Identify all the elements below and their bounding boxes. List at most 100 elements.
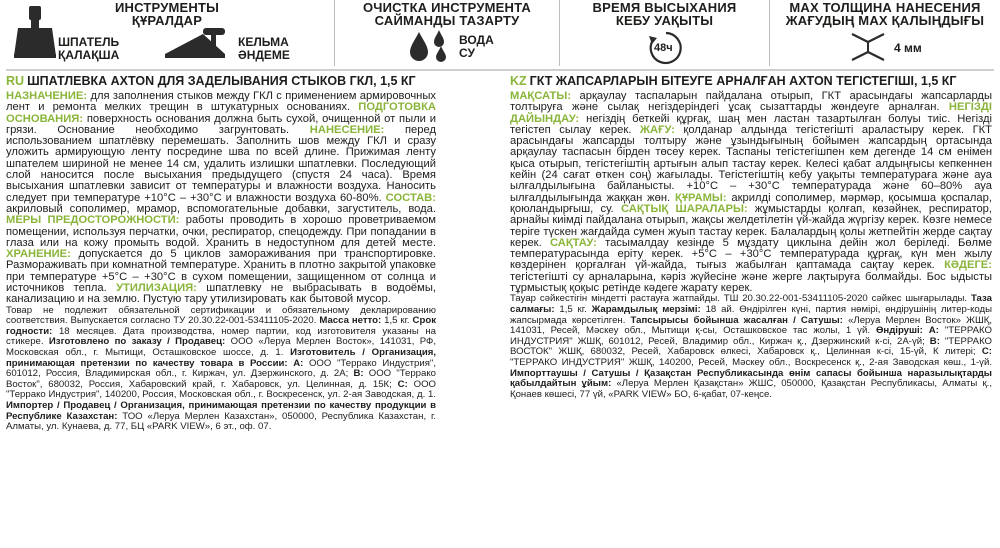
section-label: НЕГІЗДІ ДАЙЫНДАУ: [510,101,992,125]
section-label: МЕРЫ ПРЕДОСТОРОЖНОСТИ: [6,214,180,227]
section-label: ПОДГОТОВКА ОСНОВАНИЯ: [6,101,436,125]
section-label: ЖАҒУ: [639,123,675,136]
header-clean: ОЧИСТКА ИНСТРУМЕНТА САЙМАНДЫ ТАЗАРТУ ВОД… [335,0,560,66]
legal-text: 18 месяцев. Дата производства, номер пар… [6,325,436,348]
legal-kz: Тауар сәйкестігін міндетті растауға жатп… [510,294,992,400]
legal-label: Таза салмағы: [510,293,992,315]
legal-text: ООО "Террако Восток", 680032, Россия, Ха… [6,368,436,390]
tools-title-kz: ҚҰРАЛДАР [131,13,203,28]
legal-text: 18 ай. Өндірілген күні, партия нөмірі, ө… [510,303,992,326]
icon-header: ИНСТРУМЕНТЫ ҚҰРАЛДАР ШПАТЕЛЬ ҚАЛАҚША КЕЛ… [0,0,1000,68]
clock-icon [649,31,682,65]
legal-text: Товар не подлежит обязательной сертифика… [6,304,436,327]
legal-label: Масса нетто: [319,315,382,327]
section-text: для заполнения стыков между ГКЛ с примен… [6,90,436,114]
water-label-ru: ВОДА [459,33,494,47]
header-divider [6,69,994,71]
water-drops-icon [410,30,446,62]
section-text: тасымалдау кезінде 5 мұздату циклына дей… [510,236,992,272]
section-text: перед использованием шпатлёвку перемешат… [6,123,436,204]
thickness-value: 4 мм [894,41,922,55]
legal-text: ООО "Террако Индустрия", 140200, Россия,… [6,378,436,401]
tools-title: ИНСТРУМЕНТЫ ҚҰРАЛДАР [0,1,334,27]
thick-title-kz: ЖАҒУДЫҢ МАХ ҚАЛЫҢДЫҒЫ [785,13,985,28]
header-tools: ИНСТРУМЕНТЫ ҚҰРАЛДАР ШПАТЕЛЬ ҚАЛАҚША КЕЛ… [0,0,335,66]
dry-title-ru: ВРЕМЯ ВЫСЫХАНИЯ [592,0,737,15]
legal-text: "ТЕРРАКО ВОСТОК" ЖШҚ, 680032, Ресей, Хаб… [510,335,993,358]
spatula-caption: ШПАТЕЛЬ ҚАЛАҚША [58,36,119,61]
dry-hours: 48ч [654,42,673,54]
section-text: шпатлевку не выбрасывать в водоёмы, кана… [6,282,436,306]
legal-text: 1,5 кг. [381,315,413,327]
section-text: работы проводить в хорошо проветриваемом… [6,214,436,249]
header-thickness: МАХ ТОЛЩИНА НАНЕСЕНИЯ ЖАҒУДЫҢ МАХ ҚАЛЫҢД… [770,0,1000,66]
legal-text: 1,5 кг. [554,303,592,315]
section-label: НАНЕСЕНИЕ: [309,123,385,136]
section-label: КӘДЕГЕ: [944,259,992,272]
thick-title-ru: МАХ ТОЛЩИНА НАНЕСЕНИЯ [789,0,981,15]
section-label: САҚТЫҚ ШАРАЛАРЫ: [620,202,748,215]
thick-title: МАХ ТОЛЩИНА НАНЕСЕНИЯ ЖАҒУДЫҢ МАХ ҚАЛЫҢД… [770,1,1000,27]
header-dry: ВРЕМЯ ВЫСЫХАНИЯ КЕБУ УАҚЫТЫ 48ч [560,0,770,66]
legal-label: С: [397,378,408,390]
legal-text: "ТЕРРАКО ИНДУСТРИЯ" ЖШҚ, 140200, Ресей, … [510,356,992,368]
section-label: СОСТАВ: [385,191,436,204]
legal-label: Жарамдылық мерзімі: [591,303,701,315]
legal-label: Импортер / Продавец / Организация, прини… [6,399,436,422]
legal-text: ТОО «Леруа Мерлен Казахстан», 050000, Ре… [6,410,436,433]
section-text: акриловый сополимер, мрамор, вспомогател… [6,202,436,215]
instructions-ru: НАЗНАЧЕНИЕ: для заполнения стыков между … [6,90,436,306]
spatula-label-ru: ШПАТЕЛЬ [58,35,120,49]
water-caption: ВОДА СУ [459,34,494,59]
section-label: УТИЛИЗАЦИЯ: [116,282,197,295]
section-text: негіздің беткейі құрғақ, шаң мен ластан … [510,112,992,136]
legal-label: С: [981,346,992,358]
clean-title-kz: САЙМАНДЫ ТАЗАРТУ [374,13,520,28]
legal-label: В: [353,368,364,380]
legal-label: Импорттаушы / Сатушы / Қазақстан Республ… [510,367,992,390]
trowel-caption: КЕЛЬМА ӘНДЕМЕ [238,36,290,61]
legal-text: «Леруа Мерлен Восток» ЖШҚ, 141031, Ресей… [510,314,992,337]
legal-text: «Леруа Мерлен Қазақстан» ЖШС, 050000, Қа… [510,378,992,400]
legal-text: "ТЕРРАКО ИНДУСТРИЯ" ЖШҚ, 601012, Ресей, … [510,325,993,347]
thickness-icon [851,33,885,61]
clean-title-ru: ОЧИСТКА ИНСТРУМЕНТА [362,0,532,15]
legal-label: Изготовитель / Организация, принимающая … [6,347,437,369]
section-label: НАЗНАЧЕНИЕ: [6,90,88,102]
instructions-kz: МАҚСАТЫ: арқаулау таспаларын пайдалана о… [510,90,993,294]
title-text-ru: ШПАТЛЕВКА AXTON ДЛЯ ЗАДЕЛЫВАНИЯ СТЫКОВ Г… [27,74,416,88]
section-label: ХРАНЕНИЕ: [6,248,71,261]
dry-title-kz: КЕБУ УАҚЫТЫ [615,13,714,28]
legal-label: Срок годности: [6,315,436,337]
tools-title-ru: ИНСТРУМЕНТЫ [114,0,220,15]
trowel-label-ru: КЕЛЬМА [238,35,289,49]
clean-title: ОЧИСТКА ИНСТРУМЕНТА САЙМАНДЫ ТАЗАРТУ [335,1,559,27]
water-label-kz: СУ [459,45,475,60]
section-text: поверхность основания должна быть сухой,… [6,112,436,136]
legal-text: ООО «Леруа Мерлен Восток», 141031, РФ, М… [6,336,436,359]
legal-label: Өндіруші: А: [875,325,939,337]
section-text: акрилді сополимер, мәрмәр, қосымша қоспа… [510,191,992,215]
legal-label: Изготовлено по заказу / Продавец: [48,336,226,348]
section-text: қолданар алдында тегістегішті араластыру… [510,123,992,204]
legal-label: В: [929,335,940,347]
spatula-icon [14,6,56,58]
section-label: МАҚСАТЫ: [510,90,572,102]
spatula-label-kz: ҚАЛАҚША [58,47,120,62]
section-text: арқаулау таспаларын пайдалана отырып, ГК… [510,90,992,114]
title-text-kz: ГКТ ЖАПСАРЛАРЫН БІТЕУГЕ АРНАЛҒАН AXTON Т… [529,74,957,88]
lang-code-ru: RU [6,74,25,88]
section-text: жұмыстарды қолғап, көзәйнек, респиратор,… [510,202,993,249]
legal-label: Тапсырысы бойынша жасалған / Сатушы: [630,314,843,326]
trowel-label-kz: ӘНДЕМЕ [238,47,290,62]
dry-title: ВРЕМЯ ВЫСЫХАНИЯ КЕБУ УАҚЫТЫ [560,1,769,27]
trowel-icon [165,28,225,58]
legal-text: ООО "Террако Индустрия", 601012, Россия,… [6,357,436,380]
lang-code-kz: KZ [510,74,527,88]
legal-text: Тауар сәйкестігін міндетті растауға жатп… [510,293,971,305]
section-label: ҚҰРАМЫ: [674,191,727,204]
